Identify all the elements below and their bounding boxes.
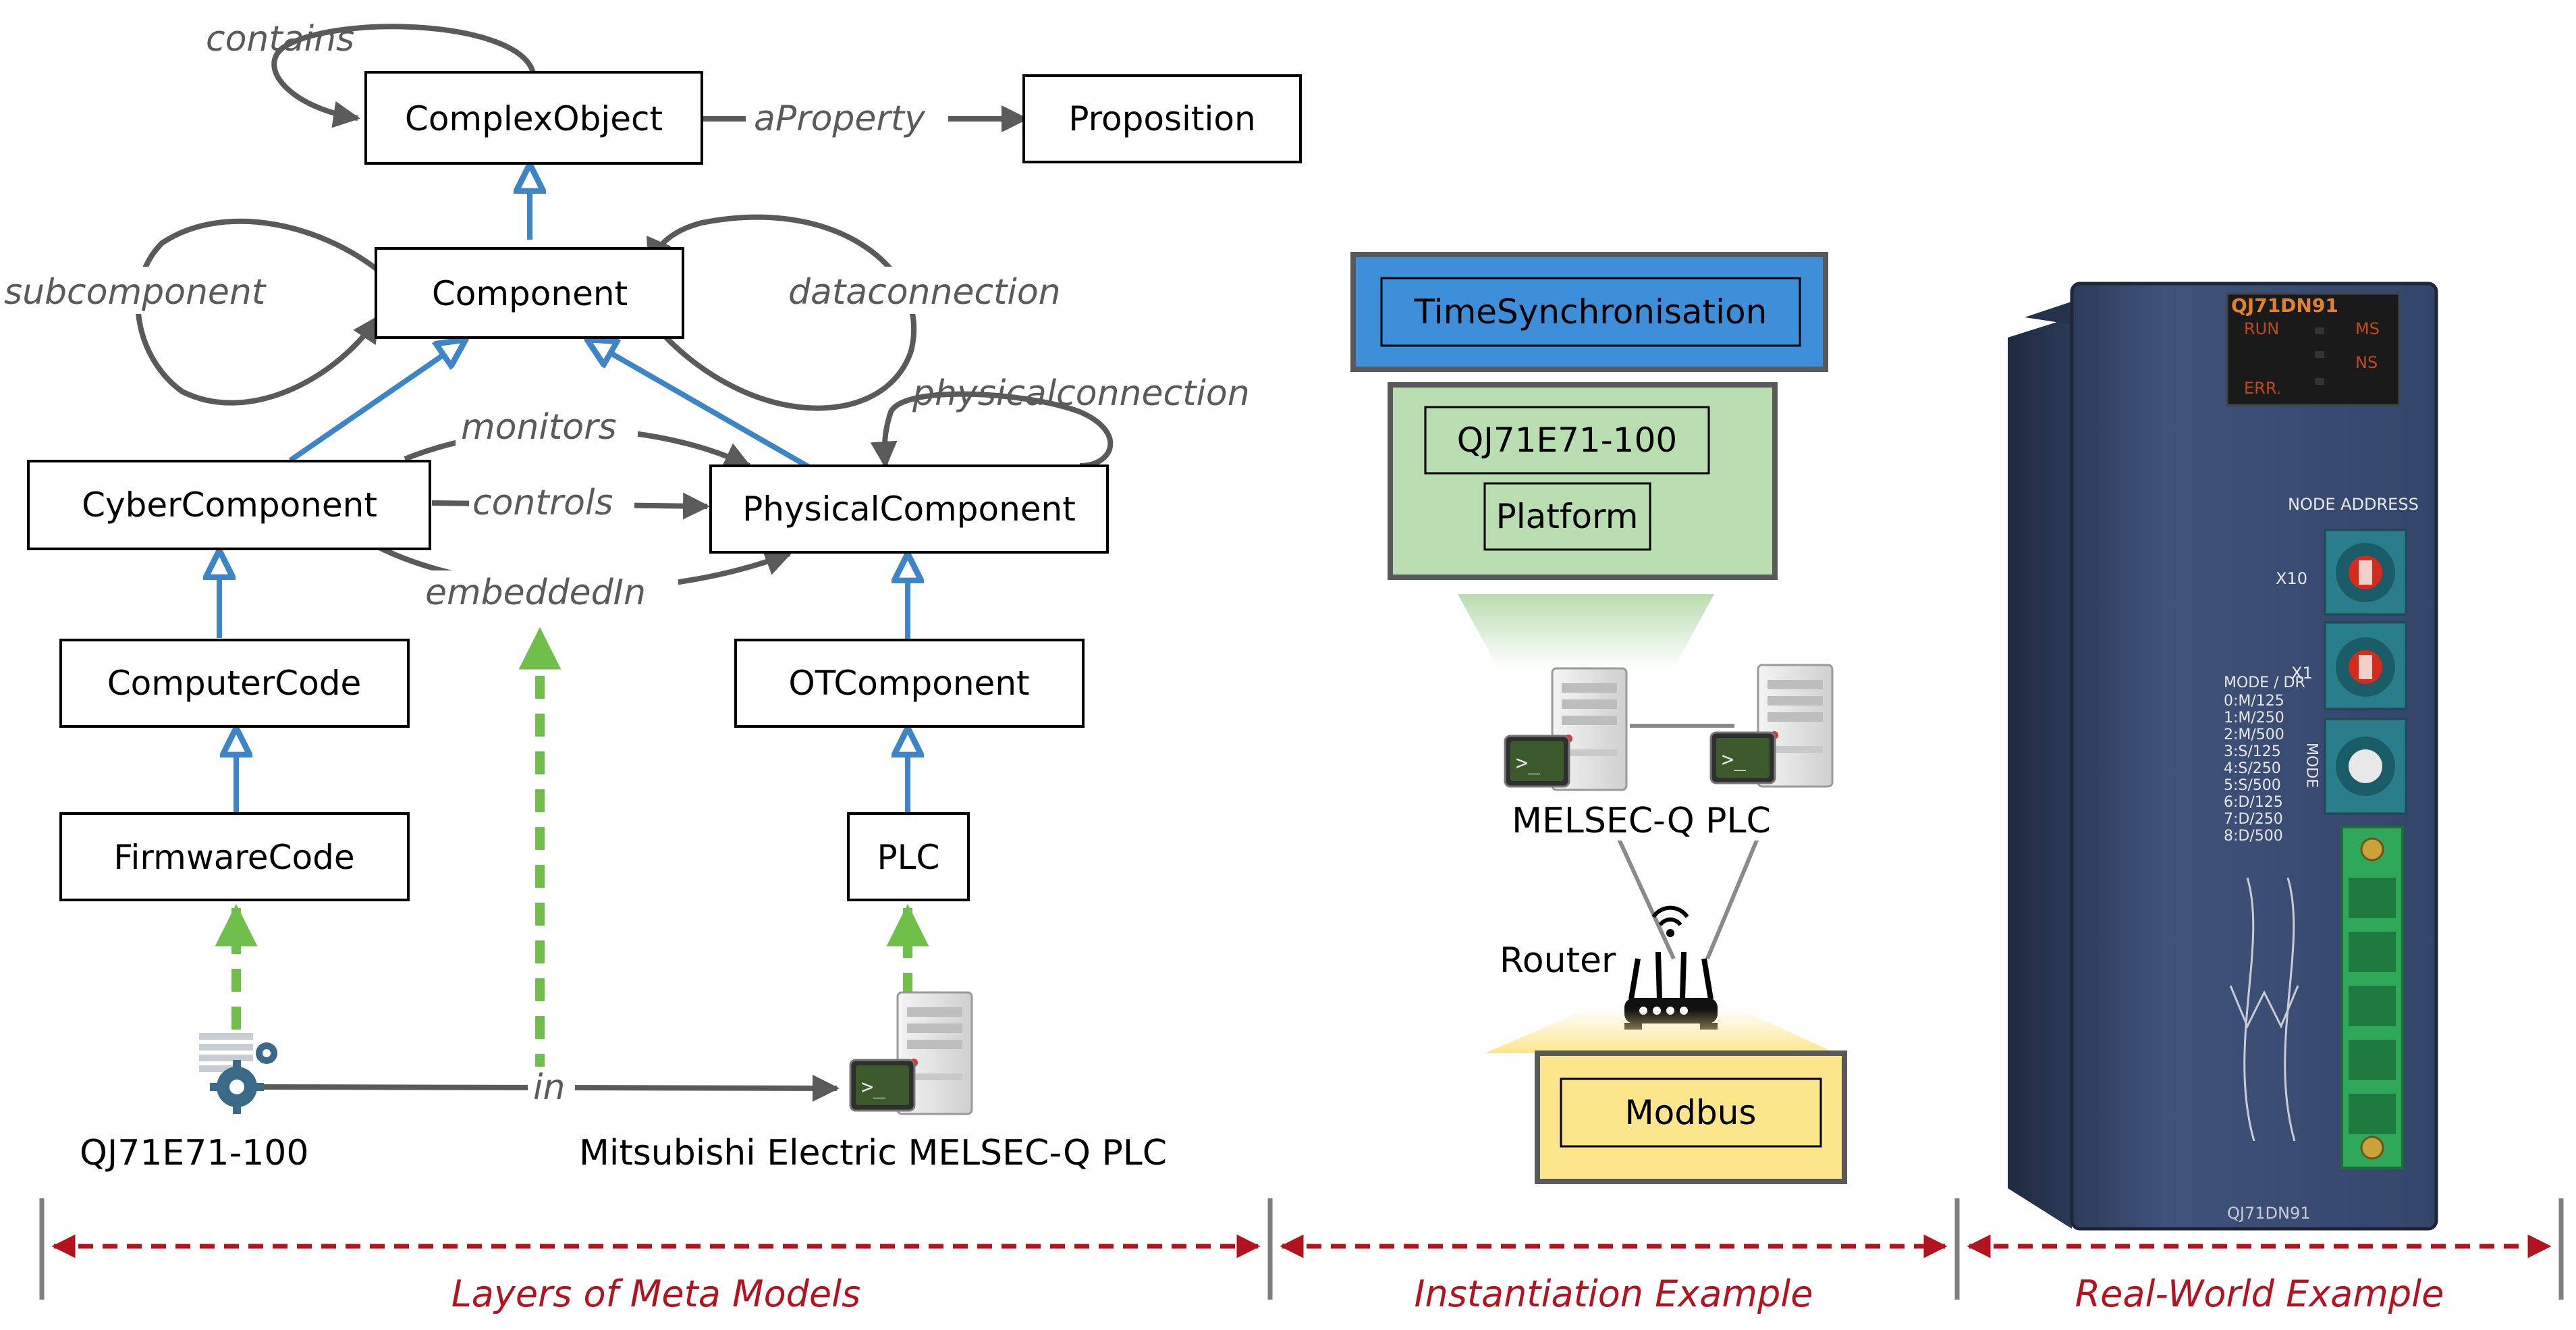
instance-plc[interactable]: Mitsubishi Electric MELSEC-Q PLC [579, 991, 1167, 1173]
mode-vertical-label: MODE [2303, 743, 2320, 788]
mode-row: 8:D/500 [2224, 828, 2283, 845]
node-ot-component-label: OTComponent [788, 664, 1029, 703]
node-address-label: NODE ADDRESS [2288, 495, 2419, 514]
modbus-projection [1485, 1009, 1836, 1053]
section-label-instantiation: Instantiation Example [1415, 1273, 1813, 1315]
node-cyber-component[interactable]: CyberComponent [27, 460, 431, 550]
real-world-module: QJ71DN91 RUN MS NS ERR. NODE ADDRESS X10… [2008, 282, 2438, 1231]
edge-subcomponent [135, 218, 381, 406]
label-in: in [533, 1067, 565, 1108]
label-physicalconnection: physicalconnection [912, 373, 1250, 414]
label-embedded-in: embeddedIn [425, 573, 646, 613]
node-component-label: Component [432, 274, 628, 313]
led-ms-label: MS [2355, 319, 2380, 338]
node-component[interactable]: Component [375, 247, 684, 339]
label-dataconnection: dataconnection [788, 272, 1061, 313]
firmware-instance-label: QJ71E71-100 [80, 1133, 308, 1173]
x10-label: X10 [2276, 569, 2307, 588]
node-ot-component[interactable]: OTComponent [734, 639, 1085, 728]
mode-row: 4:S/250 [2224, 760, 2281, 777]
mode-row: 3:S/125 [2224, 743, 2281, 760]
device-group[interactable]: QJ71E71-100 Platform [1388, 382, 1778, 580]
section-label-real-world: Real-World Example [2075, 1273, 2444, 1315]
mode-row: 5:S/500 [2224, 777, 2281, 794]
node-complex-object[interactable]: ComplexObject [364, 71, 703, 165]
edge-physicalconnection [870, 391, 1114, 469]
plc-pair-label: MELSEC-Q PLC [1512, 801, 1771, 841]
mode-table-title: MODE / DR [2224, 674, 2305, 691]
mode-row: 0:M/125 [2224, 693, 2284, 710]
x1-label: X1 [2291, 664, 2313, 683]
node-proposition-label: Proposition [1068, 99, 1255, 138]
label-contains: contains [206, 19, 354, 59]
inherit-cyber-component [288, 340, 466, 463]
module-side [2008, 317, 2072, 1229]
meta-instantiation [215, 627, 929, 1077]
modbus-layer[interactable]: Modbus [1535, 1050, 1847, 1184]
firmware-gear-icon [199, 1033, 277, 1114]
router-label: Router [1500, 940, 1616, 981]
mode-row: 1:M/250 [2224, 710, 2284, 726]
node-plc[interactable]: PLC [847, 812, 970, 901]
module-model-bottom: QJ71DN91 [2227, 1204, 2310, 1223]
led-err-label: ERR. [2244, 379, 2281, 398]
node-cyber-component-label: CyberComponent [82, 485, 377, 525]
meta-inheritance [219, 164, 908, 814]
node-plc-label: PLC [877, 838, 940, 877]
inherit-physical-component [587, 340, 825, 478]
plc-instance-label: Mitsubishi Electric MELSEC-Q PLC [579, 1133, 1167, 1173]
led-window [2226, 292, 2401, 406]
label-controls: controls [472, 483, 613, 523]
edge-contains [271, 24, 536, 128]
label-a-property: aProperty [754, 99, 926, 139]
mode-row: 2:M/500 [2224, 726, 2284, 743]
time-sync-layer[interactable]: TimeSynchronisation [1350, 252, 1828, 372]
terminal-block [2340, 826, 2404, 1169]
node-proposition[interactable]: Proposition [1022, 74, 1302, 163]
edge-labels: contains aProperty subcomponent dataconn… [0, 19, 1250, 1108]
meta-relations [135, 24, 1114, 1102]
node-physical-component[interactable]: PhysicalComponent [709, 464, 1109, 554]
plc-server-icon [849, 991, 973, 1115]
mitsubishi-logo [2229, 877, 2299, 1142]
module-model-top: QJ71DN91 [2231, 294, 2338, 317]
mode-row: 7:D/250 [2224, 811, 2283, 828]
mode-table: MODE / DR 0:M/125 1:M/250 2:M/500 3:S/12… [2224, 674, 2320, 845]
instantiation-example: TimeSynchronisation QJ71E71-100 Platform… [1350, 252, 1847, 1184]
led-run-label: RUN [2244, 319, 2279, 338]
node-complex-object-label: ComplexObject [405, 99, 663, 138]
group-firmware-label: QJ71E71-100 [1457, 421, 1677, 460]
node-firmware-code-label: FirmwareCode [113, 838, 354, 877]
node-firmware-code[interactable]: FirmwareCode [59, 812, 410, 901]
label-monitors: monitors [461, 407, 617, 448]
group-platform-label: Platform [1496, 497, 1639, 536]
label-subcomponent: subcomponent [4, 272, 267, 313]
section-label-meta: Layers of Meta Models [451, 1273, 861, 1315]
meta-nodes: ComplexObject Proposition Component Cybe… [27, 71, 1302, 901]
instance-firmware[interactable]: QJ71E71-100 [80, 1033, 308, 1173]
node-physical-component-label: PhysicalComponent [742, 489, 1076, 529]
led-ns-label: NS [2355, 353, 2378, 372]
modbus-label: Modbus [1625, 1093, 1757, 1132]
node-computer-code-label: ComputerCode [107, 664, 362, 703]
node-computer-code[interactable]: ComputerCode [59, 639, 410, 728]
mode-row: 6:D/125 [2224, 794, 2283, 811]
plc-a-server-icon[interactable] [1504, 667, 1628, 791]
time-sync-label: TimeSynchronisation [1414, 292, 1767, 331]
group-projection [1458, 594, 1714, 668]
section-bar: Layers of Meta Models Instantiation Exam… [39, 1198, 2564, 1315]
